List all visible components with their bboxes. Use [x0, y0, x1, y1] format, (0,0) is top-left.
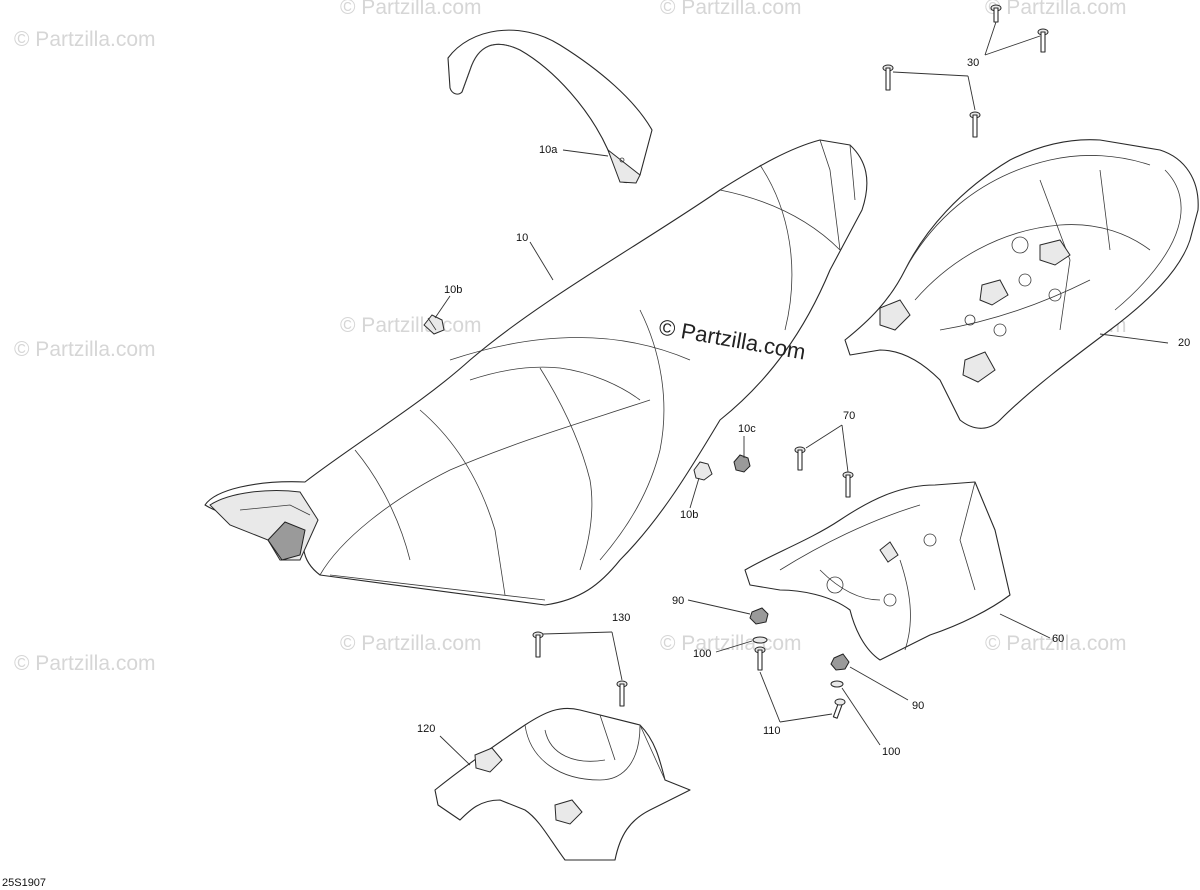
- callout-10b-bottom[interactable]: 10b: [680, 509, 698, 521]
- bolt-icon: [832, 698, 846, 719]
- bolt-icon: [754, 646, 766, 671]
- callout-100-right[interactable]: 100: [882, 746, 900, 758]
- watermark: © Partzilla.com: [340, 314, 482, 337]
- callout-90-left[interactable]: 90: [672, 595, 684, 607]
- callout-10[interactable]: 10: [516, 232, 528, 244]
- leader-lines: [434, 21, 1169, 766]
- screw-icon: [616, 680, 628, 707]
- watermark: © Partzilla.com: [985, 632, 1127, 655]
- callout-10a[interactable]: 10a: [539, 144, 558, 156]
- callout-labels: 10a 10 10b 30 20 10c 70 10b 90 100 130 6…: [417, 57, 1190, 758]
- part-10b-clip-top[interactable]: [423, 314, 445, 335]
- part-70-screws[interactable]: [794, 446, 854, 498]
- screw-icon: [842, 471, 854, 498]
- part-20-rear-rack[interactable]: [844, 139, 1199, 429]
- callout-100-left[interactable]: 100: [693, 648, 711, 660]
- callout-120[interactable]: 120: [417, 723, 435, 735]
- callout-70[interactable]: 70: [843, 410, 855, 422]
- watermark: © Partzilla.com: [660, 0, 802, 19]
- part-130-screws[interactable]: [532, 631, 628, 707]
- watermark: © Partzilla.com: [14, 28, 156, 51]
- callout-110[interactable]: 110: [763, 725, 781, 737]
- part-10b-clip-bottom[interactable]: [693, 461, 713, 481]
- callout-130[interactable]: 130: [612, 612, 630, 624]
- watermark: © Partzilla.com: [985, 0, 1127, 19]
- callout-20[interactable]: 20: [1178, 337, 1190, 349]
- watermark: © Partzilla.com: [14, 338, 156, 361]
- part-10a-strap[interactable]: [447, 29, 653, 184]
- watermark: © Partzilla.com: [660, 632, 802, 655]
- watermark: © Partzilla.com: [340, 632, 482, 655]
- screw-icon: [990, 4, 1002, 23]
- part-10-seat[interactable]: [204, 139, 868, 606]
- screw-icon: [882, 64, 894, 91]
- callout-90-right[interactable]: 90: [912, 700, 924, 712]
- watermark: © Partzilla.com: [340, 0, 482, 19]
- part-110-bolts[interactable]: [754, 646, 846, 719]
- part-10c-clip[interactable]: [733, 454, 751, 473]
- callout-30[interactable]: 30: [967, 57, 979, 69]
- screw-icon: [969, 111, 981, 138]
- callout-10b-top[interactable]: 10b: [444, 284, 462, 296]
- diagram-code: 25S1907: [2, 877, 46, 889]
- screw-icon: [1037, 28, 1049, 53]
- callout-60[interactable]: 60: [1052, 633, 1064, 645]
- part-30-screws[interactable]: [882, 4, 1049, 138]
- watermark: © Partzilla.com: [14, 652, 156, 675]
- part-90-nuts[interactable]: [749, 607, 850, 671]
- screw-icon: [532, 631, 544, 658]
- part-100-washers[interactable]: [752, 636, 844, 688]
- part-120-tray[interactable]: [434, 707, 691, 861]
- screw-icon: [794, 446, 806, 471]
- callout-10c[interactable]: 10c: [738, 423, 756, 435]
- part-60-cover[interactable]: [744, 481, 1011, 661]
